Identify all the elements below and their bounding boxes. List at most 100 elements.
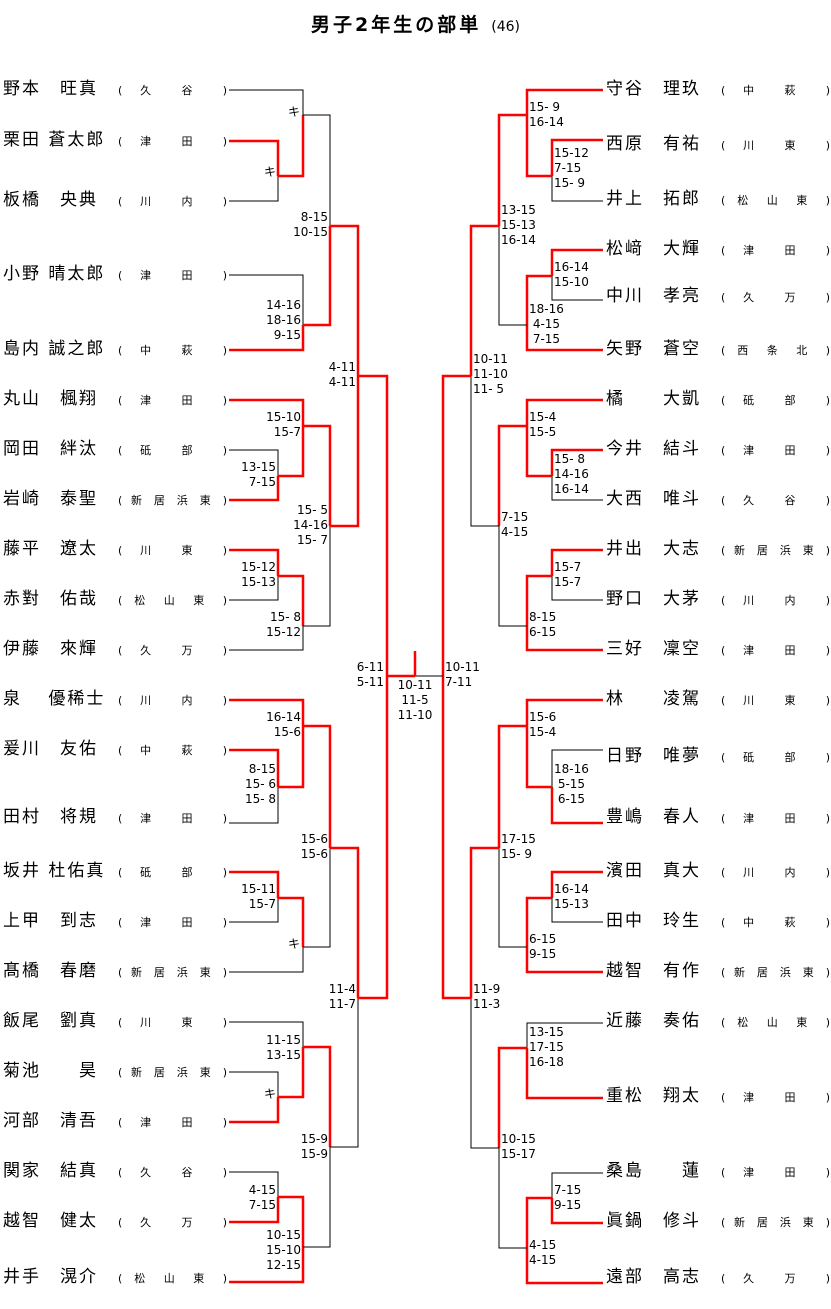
right-player-19: 近藤 奏佑( 松 山 東 ): [606, 1009, 831, 1033]
player-name: 栗田 蒼太郎: [3, 130, 106, 150]
bracket-line-83: [550, 1198, 603, 1225]
player-name: 飯尾 劉真: [3, 1011, 98, 1031]
match-score: 4-15 4-15: [529, 1238, 557, 1267]
bracket-line-37: [303, 1045, 332, 1147]
player-school: ( 久 谷 ): [721, 494, 831, 507]
bracket-line-18: [229, 626, 304, 651]
player-school: ( 砥 部 ): [721, 751, 831, 764]
player-school: ( 新 居 浜 東 ): [721, 966, 831, 979]
player-school: ( 川 東 ): [118, 1016, 228, 1029]
right-player-21: 桑島 蓮 ( 津 田 ): [606, 1159, 831, 1183]
bracket-line-51: [551, 276, 603, 301]
player-school: ( 津 田 ): [118, 916, 228, 929]
player-name: 重松 翔太: [606, 1086, 701, 1106]
player-school: ( 久 谷 ): [118, 1166, 228, 1179]
player-school: ( 久 谷 ): [118, 84, 228, 97]
left-player-5: 島内 誠之郎( 中 萩 ): [3, 337, 228, 361]
left-player-13: 爰川 友佑( 中 萩 ): [3, 737, 228, 761]
bracket-line-13: [278, 426, 305, 478]
player-school: ( 久 万 ): [721, 1272, 831, 1285]
bracket-line-10: [229, 398, 305, 426]
bracket-line-2: [229, 139, 280, 176]
bracket-line-84: [525, 1196, 552, 1248]
match-score: 15-4 15-5: [529, 410, 557, 439]
player-school: ( 津 田 ): [721, 644, 831, 657]
bracket-line-82: [551, 1172, 603, 1198]
match-score: 11-15 13-15: [266, 1033, 301, 1062]
bracket-line-73: [550, 870, 603, 898]
player-name: 坂井 杜佑真: [3, 861, 106, 881]
left-player-19: 菊池 昊( 新 居 浜 東 ): [3, 1059, 228, 1083]
player-school: ( 津 田 ): [721, 444, 831, 457]
match-score: キ: [263, 165, 276, 179]
bracket-line-62: [551, 576, 603, 601]
bracket-line-53: [525, 325, 603, 352]
bracket-line-16: [229, 576, 279, 601]
match-score: 15-12 7-15 15- 9: [554, 146, 589, 190]
bracket-line-29: [278, 896, 305, 947]
player-school: ( 西 条 北 ): [721, 344, 831, 357]
bracket-line-80: [525, 1048, 603, 1100]
player-school: ( 津 田 ): [118, 135, 228, 148]
player-school: ( 川 内 ): [118, 195, 228, 208]
right-player-7: 橘 大凱( 砥 部 ): [606, 387, 831, 411]
player-name: 田中 玲生: [606, 911, 701, 931]
player-school: ( 久 万 ): [721, 291, 831, 304]
match-score: 7-15 4-15: [501, 510, 529, 539]
bracket-line-26: [303, 724, 332, 848]
match-score: 6-15 9-15: [529, 932, 557, 961]
right-player-2: 西原 有祐( 川 東 ): [606, 132, 831, 156]
match-score: 8-15 6-15: [529, 610, 557, 639]
left-player-6: 丸山 楓翔( 津 田 ): [3, 387, 228, 411]
left-player-12: 泉 優稀士( 川 内 ): [3, 687, 228, 711]
player-name: 濱田 真大: [606, 861, 701, 881]
match-score: 18-16 4-15 7-15: [529, 302, 564, 346]
left-player-18: 飯尾 劉真 ( 川 東 ): [3, 1009, 228, 1033]
bracket-line-77: [498, 848, 527, 948]
match-score: 10-11 7-11: [445, 660, 480, 689]
bracket-line-56: [525, 398, 603, 426]
player-name: 桑島 蓮: [606, 1161, 701, 1181]
player-school: ( 津 田 ): [721, 1166, 831, 1179]
bracket-line-6: [229, 274, 304, 325]
match-score: 15- 5 14-16 15- 7: [293, 503, 328, 547]
bracket-line-72: [497, 724, 527, 848]
player-school: ( 津 田 ): [118, 269, 228, 282]
bracket-line-45: [525, 88, 603, 115]
player-name: 泉 優稀士: [3, 689, 106, 709]
right-player-16: 濱田 真大( 川 内 ): [606, 859, 831, 883]
match-score: 18-16 5-15 6-15: [554, 762, 589, 806]
player-name: 野本 旺真: [3, 79, 98, 99]
match-score: 16-14 15-10: [554, 260, 589, 289]
player-name: 田村 将規: [3, 807, 98, 827]
bracket-line-79: [526, 1022, 603, 1048]
player-name: 林 凌駕: [606, 689, 701, 709]
bracket-line-1: [229, 89, 304, 115]
player-school: ( 川 内 ): [721, 594, 831, 607]
entry-count: (46): [491, 19, 520, 35]
bracket-line-47: [551, 176, 603, 202]
right-player-14: 日野 唯夢( 砥 部 ): [606, 744, 831, 768]
left-player-3: 板橋 央典( 川 内 ): [3, 188, 228, 212]
player-school: ( 久 万 ): [118, 1216, 228, 1229]
player-name: 遠部 高志: [606, 1267, 701, 1287]
player-school: ( 久 万 ): [118, 644, 228, 657]
bracket-line-28: [229, 898, 279, 923]
bracket-line-21: [358, 374, 389, 676]
player-name: 中川 孝亮: [606, 286, 701, 306]
match-score: 15-11 15-7: [241, 882, 276, 911]
player-name: 今井 結斗: [606, 439, 701, 459]
match-score: 15- 9 16-14: [529, 100, 564, 129]
bracket-line-24: [229, 787, 279, 824]
player-name: 岩崎 泰聖: [3, 489, 98, 509]
bracket-line-11: [229, 449, 279, 476]
player-name: 髙橋 春磨: [3, 961, 98, 981]
bracket-line-88: [441, 676, 471, 1000]
player-name: 井上 拓郎: [606, 189, 701, 209]
match-score: 8-15 15- 6 15- 8: [244, 762, 276, 806]
left-player-9: 藤平 遼太( 川 東 ): [3, 537, 228, 561]
bracket-line-36: [278, 1047, 305, 1099]
match-score: 4-15 7-15: [248, 1183, 276, 1212]
right-player-23: 遠部 高志 ( 久 万 ): [606, 1265, 831, 1289]
